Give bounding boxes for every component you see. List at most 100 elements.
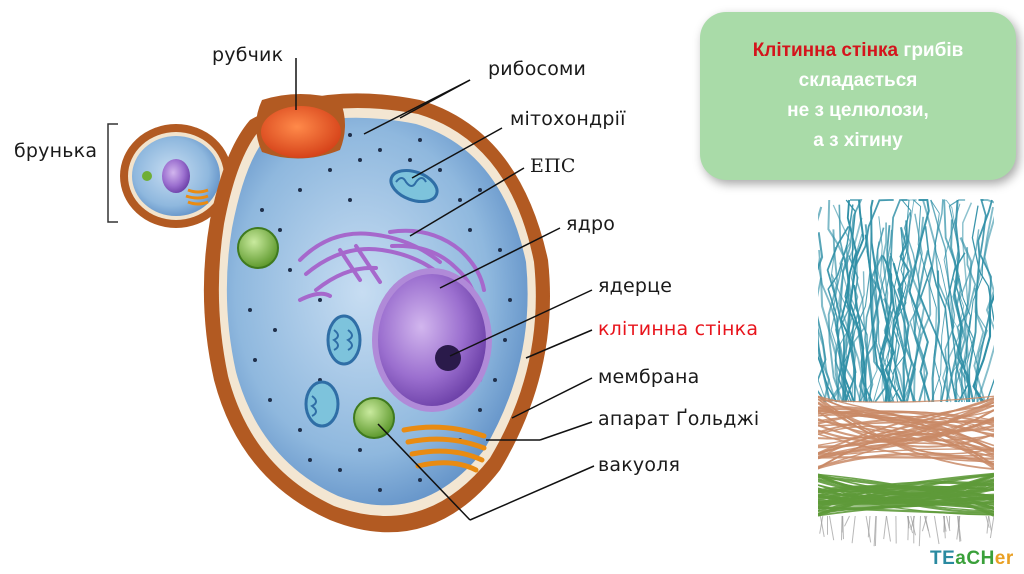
fiber-strand [943,199,966,403]
fiber-strand [886,262,904,403]
fiber-strand [874,515,877,547]
fiber-strand [819,515,825,537]
label-rubchyk: рубчик [212,44,284,66]
fiber-strand [959,237,973,403]
fiber-strand [830,246,841,403]
fiber-strand [908,198,931,403]
fiber-strand [818,397,994,455]
fiber-layer-blue [818,198,994,403]
fiber-strand [818,473,994,508]
callout-line-1-rest: грибів [898,40,964,61]
fiber-strand [890,199,910,403]
fiber-strand [924,226,957,403]
fiber-strand [919,266,949,403]
fiber-strand [934,199,955,403]
fiber-strand [829,515,835,541]
fiber-strand [818,402,994,471]
fiber-layer-tan [818,395,994,471]
fiber-strand [875,261,894,403]
fiber-strand [933,515,940,545]
fiber-strand [943,515,945,533]
fiber-strand [887,255,913,403]
leader-lines [295,58,595,521]
fiber-strand [818,395,994,432]
fiber-strand [842,515,844,540]
fiber-strand [851,515,856,544]
fiber-strand [818,404,994,455]
vacuole [353,397,395,439]
fiber-strand [818,479,994,505]
bud-bracket [107,123,118,223]
label-mitokhondrii: мітохондрії [510,108,626,130]
fiber-strand [943,203,966,403]
mitochondria [304,168,439,428]
fiber-strand [837,271,865,403]
fiber-strand [853,250,866,403]
fiber-strand [910,515,916,536]
fiber-strand [907,515,910,541]
fiber-strand [972,293,994,403]
fiber-strand [818,442,994,458]
fiber-strand [847,199,894,403]
fiber-strand [818,411,994,427]
info-callout: Клітинна стінка грибів складається не з … [700,12,1016,180]
fiber-strand [867,515,871,538]
fiber-strand [918,515,921,547]
callout-highlight: Клітинна стінка [752,40,899,61]
fiber-strand [840,199,858,403]
fiber-strand [930,199,948,403]
fiber-strand [956,247,977,403]
fiber-strand [818,315,827,403]
label-yadro: ядро [566,213,616,235]
fiber-strand [818,452,994,470]
fiber-strand [956,515,961,540]
fiber-strand [873,515,877,547]
label-eps: ЕПС [530,155,576,177]
fiber-strand [913,250,929,403]
label-klitynna-stinka: клітинна стінка [598,318,759,340]
fiber-layer-green [818,472,994,547]
label-vakuolya: вакуоля [598,454,681,476]
callout-line-3: не з целюлози, [787,100,929,121]
fiber-strand [818,418,994,442]
fiber-strand [828,263,844,403]
fiber-strand [832,204,859,403]
fiber-strand [835,199,863,403]
fiber-strand [957,515,962,542]
fiber-strand [912,199,942,403]
teacher-logo: TEaCHer [930,548,1014,570]
fiber-strand [827,229,844,403]
fiber-strand [974,287,988,403]
fiber-strand [818,249,837,403]
fiber-strand [945,219,964,403]
logo-part-b: aCH [955,548,995,569]
bud [120,124,232,228]
fiber-strand [865,515,872,543]
logo-part-c: er [994,548,1014,569]
fiber-strand [844,515,850,527]
bud-scar [256,94,345,159]
fiber-strand [989,515,994,539]
fiber-strand [910,216,925,403]
fiber-strand [858,224,878,403]
fiber-strand [942,515,947,532]
fiber-strand [818,506,994,516]
fiber-strand [886,515,891,542]
fiber-strand [818,232,831,403]
fiber-strand [924,515,929,531]
golgi-apparatus [401,424,487,473]
label-ribosomy: рибосоми [488,58,587,80]
fiber-strand [818,404,994,440]
fiber-strand [986,515,990,534]
fiber-strand [985,515,990,528]
fiber-strand [818,398,994,455]
fiber-strand [976,199,994,403]
fiber-strand [946,515,951,532]
label-membrana: мембрана [598,366,700,388]
chitin-fiber-illustration [818,198,994,547]
fiber-strand [849,199,868,403]
fiber-strand [818,407,994,452]
fiber-strand [931,270,941,403]
fiber-strand [819,515,824,534]
